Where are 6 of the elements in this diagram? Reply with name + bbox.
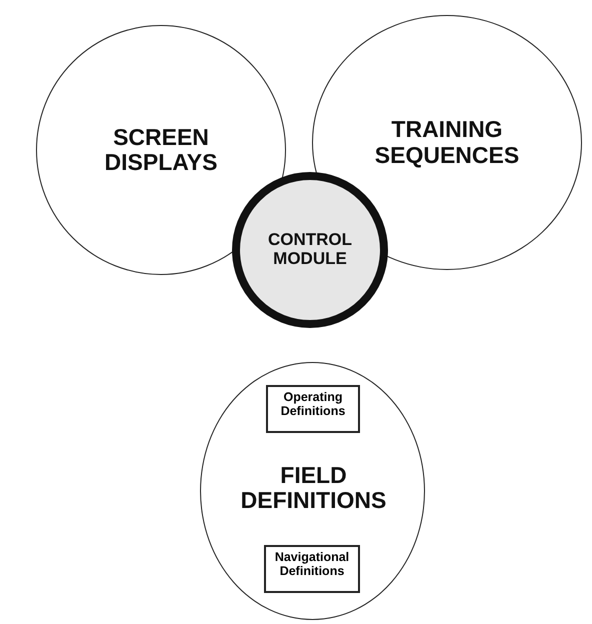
definition-box: Navigational Definitions bbox=[264, 545, 360, 593]
circle-label: CONTROL MODULE bbox=[266, 231, 354, 269]
circle-label: TRAINING SEQUENCES bbox=[374, 117, 520, 168]
circle-label: SCREEN DISPLAYS bbox=[104, 124, 218, 176]
circle-label: FIELD DEFINITIONS bbox=[240, 463, 388, 514]
definition-box: Operating Definitions bbox=[266, 385, 360, 433]
